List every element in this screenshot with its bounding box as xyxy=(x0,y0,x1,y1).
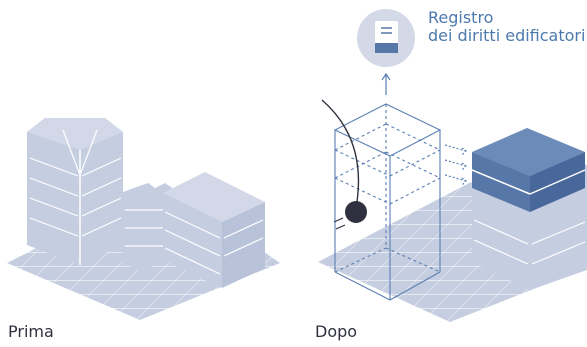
registry-title-line1: Registro xyxy=(428,8,494,27)
wrecking-ball xyxy=(321,99,367,230)
tower-before xyxy=(27,118,123,265)
upward-arrow xyxy=(381,72,391,95)
box-before xyxy=(163,172,265,288)
caption-after: Dopo xyxy=(315,322,358,341)
low-block-before xyxy=(123,183,165,272)
registry-title-line2: dei diritti edificatori xyxy=(428,26,586,45)
caption-before: Prima xyxy=(8,322,54,341)
block-after xyxy=(471,128,587,290)
transfer-arrows xyxy=(444,144,467,186)
wireframe-tower xyxy=(333,103,442,301)
before-scene xyxy=(7,118,280,320)
added-volume xyxy=(471,128,586,212)
registry-book-icon xyxy=(357,9,415,67)
after-scene xyxy=(318,9,587,322)
